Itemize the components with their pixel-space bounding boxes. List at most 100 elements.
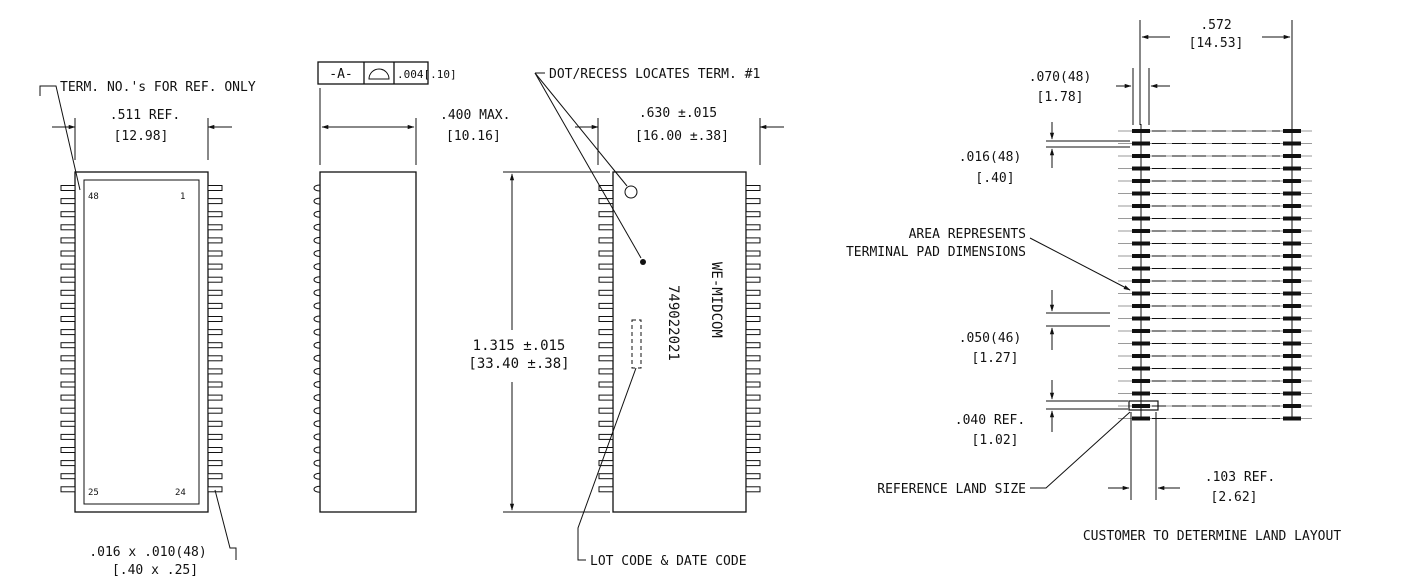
area-note-line-1: AREA REPRESENTS xyxy=(909,227,1026,242)
landw-dim-mm: [2.62] xyxy=(1211,490,1258,505)
marking-view-pin xyxy=(598,486,614,493)
mk-width-dim-inch: .630 ±.015 xyxy=(639,106,717,121)
marking-view-pin xyxy=(745,433,761,440)
top-view-pin xyxy=(207,211,223,218)
land-dim-mm: [1.02] xyxy=(972,433,1019,448)
top-view-pin xyxy=(60,368,76,375)
top-view-pin xyxy=(60,276,76,283)
side-view-lead xyxy=(313,302,321,310)
area-note-leader xyxy=(1029,237,1131,291)
top-view-pin xyxy=(60,237,76,244)
top-view-pin xyxy=(60,486,76,493)
side-view-lead xyxy=(313,354,321,362)
marking-view-pin xyxy=(745,394,761,401)
top-view-pin xyxy=(60,433,76,440)
side-view-lead xyxy=(313,459,321,467)
top-view-pin xyxy=(60,263,76,270)
marking-view-pin xyxy=(745,342,761,349)
top-view-pin xyxy=(207,433,223,440)
marking-view-pin xyxy=(598,198,614,205)
marking-view-pin xyxy=(598,355,614,362)
marking-view-pin xyxy=(598,473,614,480)
lot-code-note: LOT CODE & DATE CODE xyxy=(590,554,747,569)
marking-view-left-pins xyxy=(598,185,614,493)
top-view-pin xyxy=(207,224,223,231)
term-ref-note: TERM. NO.'s FOR REF. ONLY xyxy=(60,80,256,95)
side-view-lead xyxy=(313,394,321,402)
side-view-lead xyxy=(313,263,321,271)
marking-view-pin xyxy=(598,185,614,191)
side-view-lead xyxy=(313,485,321,493)
pitch-dim-inch: .050(46) xyxy=(959,331,1022,346)
padlen-dim-mm: [1.78] xyxy=(1037,90,1084,105)
width-dim-mm: [12.98] xyxy=(114,129,169,144)
padlen-dim-inch: .070(48) xyxy=(1029,70,1092,85)
land-dim-inch: .040 REF. xyxy=(955,413,1025,428)
top-view-pin xyxy=(207,329,223,336)
top-view-pin xyxy=(60,198,76,205)
marking-view-pin xyxy=(598,329,614,336)
top-view-pin xyxy=(60,250,76,257)
top-view-pin xyxy=(207,302,223,309)
marking-view-pin xyxy=(745,316,761,322)
marking-view-pin xyxy=(598,316,614,322)
top-view-pin xyxy=(60,289,76,296)
marking-view-pin xyxy=(598,342,614,349)
side-view-lead xyxy=(313,446,321,454)
dot-recess-leader-1 xyxy=(534,72,628,187)
side-view-lead xyxy=(313,420,321,428)
top-view-pin xyxy=(207,460,223,467)
term-ref-leader xyxy=(39,85,81,191)
marking-view-pin xyxy=(745,355,761,362)
mk-width-dim-mm: [16.00 ±.38] xyxy=(635,129,729,144)
side-view-leads xyxy=(313,184,321,493)
side-view-lead xyxy=(313,223,321,231)
top-view-pin xyxy=(207,316,223,322)
top-view-pin xyxy=(60,329,76,336)
side-view-lead xyxy=(313,341,321,349)
marking-view-pin xyxy=(745,473,761,480)
top-view-pin xyxy=(207,394,223,401)
side-view-lead xyxy=(313,276,321,284)
top-view-pin xyxy=(207,407,223,414)
marking-view-pin xyxy=(598,250,614,257)
top-view-pin xyxy=(60,316,76,322)
top-view-inner-outline xyxy=(83,179,200,505)
top-view-pin xyxy=(207,237,223,244)
top-view-pin xyxy=(60,224,76,231)
top-view-pin xyxy=(60,302,76,309)
marking-view-pin xyxy=(745,224,761,231)
reference-land-note: REFERENCE LAND SIZE xyxy=(877,482,1026,497)
marking-view-pin xyxy=(598,289,614,296)
profile-surface-icon xyxy=(368,68,390,80)
pin1-dot xyxy=(640,259,646,265)
top-view-pin xyxy=(207,381,223,388)
side-view-lead xyxy=(313,289,321,297)
top-view-pin xyxy=(60,342,76,349)
lead-size-leader xyxy=(214,489,237,560)
side-view: -A- .004[.10] .400 MAX. [10.16] xyxy=(313,61,510,513)
marking-view-pin xyxy=(745,263,761,270)
side-view-lead xyxy=(313,250,321,257)
marking-view-pin xyxy=(745,250,761,257)
top-view-pin xyxy=(60,394,76,401)
top-view-pin xyxy=(60,355,76,362)
side-view-body xyxy=(319,171,417,513)
top-view-pin xyxy=(60,460,76,467)
height-dim-inch: .400 MAX. xyxy=(440,108,510,123)
span-dim-mm: [14.53] xyxy=(1189,36,1244,51)
marking-view-pin xyxy=(745,185,761,191)
top-view-pin xyxy=(60,185,76,191)
side-view-lead xyxy=(313,381,321,388)
top-view-right-pins xyxy=(207,185,223,493)
marking-view-pin xyxy=(745,420,761,427)
top-view: 48 1 25 24 TERM. NO.'s FOR REF. ONLY .51… xyxy=(39,80,256,578)
part-name-line: WE-MIDCOM xyxy=(708,262,724,338)
lot-code-box xyxy=(631,319,642,369)
top-view-pin xyxy=(207,198,223,205)
marking-view-pin xyxy=(745,329,761,336)
land-pattern-rows xyxy=(1118,124,1312,421)
top-view-body xyxy=(74,171,209,513)
marking-view-pin xyxy=(745,237,761,244)
top-view-pin xyxy=(60,447,76,453)
